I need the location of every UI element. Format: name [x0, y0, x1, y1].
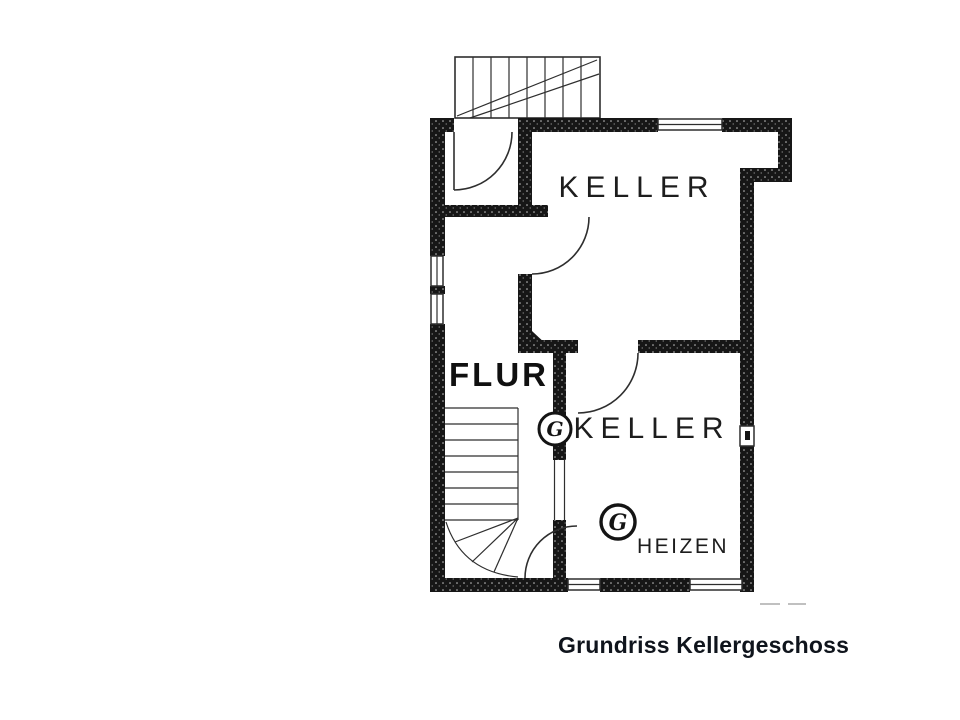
opening-bottom-hall: [567, 578, 601, 591]
room-label-flur: FLUR: [449, 356, 549, 393]
flue-niche: [739, 425, 755, 447]
wall-right-upper: [778, 118, 792, 182]
caption: Grundriss Kellergeschoss: [558, 632, 850, 658]
window-bottom-right: [689, 578, 743, 591]
wall-corner-wedge: [518, 318, 547, 345]
wall-mid-right: [638, 340, 754, 353]
room-label-keller-lower: KELLER: [573, 412, 730, 445]
wall-right-lower: [740, 168, 754, 592]
wall-lower-vertical-lower: [553, 520, 566, 592]
wall-bottom-left: [445, 578, 568, 592]
wall-vestibule-vertical: [518, 131, 532, 217]
door-entry-top: [453, 131, 513, 191]
basement-stairs: [445, 407, 519, 578]
wall-left-mid-stub: [430, 286, 445, 294]
wall-bottom-mid: [600, 578, 690, 592]
wall-left-upper: [430, 118, 445, 256]
door-hall-bottom: [524, 525, 578, 579]
door-keller-upper: [531, 216, 590, 275]
window-left-lower: [430, 293, 444, 325]
gas-meter-upper: G: [537, 411, 573, 447]
doors: [453, 131, 639, 579]
wall-bottom-right: [742, 578, 754, 592]
door-keller-lower: [577, 352, 639, 414]
wall-mid-left: [518, 340, 578, 353]
entry-stairs-top: [454, 56, 601, 119]
gas-meter-lower-letter: G: [609, 510, 628, 536]
wall-left-lower: [430, 324, 445, 592]
room-label-heizen: HEIZEN: [637, 535, 729, 558]
windows: [430, 118, 755, 591]
room-label-keller-upper: KELLER: [558, 171, 715, 204]
wall-top-right: [722, 118, 792, 132]
gas-meter-upper-letter: G: [546, 417, 563, 441]
window-top: [657, 118, 723, 131]
wall-top-mid: [518, 118, 658, 132]
gas-meter-lower: G: [599, 503, 637, 541]
door-jamb-lower-wall: [553, 460, 566, 520]
window-left-upper: [430, 255, 444, 287]
